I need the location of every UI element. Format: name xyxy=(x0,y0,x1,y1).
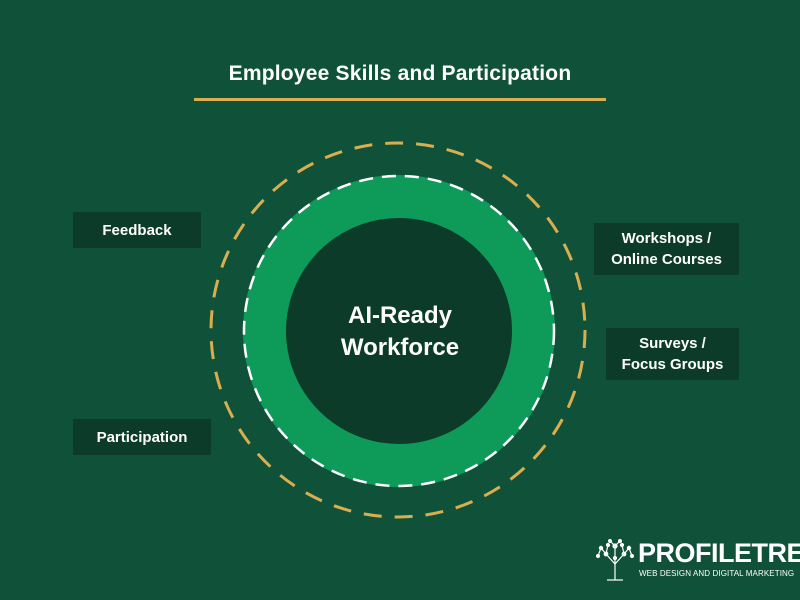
tree-icon xyxy=(596,539,634,581)
workshops-label-line2: Online Courses xyxy=(611,251,722,268)
inner-dashed-ring xyxy=(242,174,556,488)
profiletree-logo: PROFILETREE WEB DESIGN AND DIGITAL MARKE… xyxy=(596,538,800,582)
surveys-box: Surveys / Focus Groups xyxy=(606,328,739,380)
feedback-label: Feedback xyxy=(102,221,172,239)
workshops-box: Workshops / Online Courses xyxy=(594,223,739,275)
center-label-line2: Workforce xyxy=(340,334,460,361)
logo-name: PROFILETREE xyxy=(638,538,800,568)
outer-dashed-ring xyxy=(209,141,587,519)
page-title: Employee Skills and Participation xyxy=(228,62,572,85)
workshops-label-line1: Workshops / xyxy=(621,230,712,247)
center-label: AI-Ready Workforce xyxy=(300,300,500,364)
participation-box: Participation xyxy=(73,419,211,455)
surveys-label-line2: Focus Groups xyxy=(621,356,724,373)
center-label-line1: AI-Ready xyxy=(347,302,453,329)
logo-tagline: WEB DESIGN AND DIGITAL MARKETING xyxy=(639,569,795,578)
inner-circle xyxy=(286,218,512,444)
surveys-label-line1: Surveys / xyxy=(639,335,706,352)
feedback-box: Feedback xyxy=(73,212,201,248)
title-underline xyxy=(194,98,606,101)
participation-label: Participation xyxy=(96,428,188,446)
